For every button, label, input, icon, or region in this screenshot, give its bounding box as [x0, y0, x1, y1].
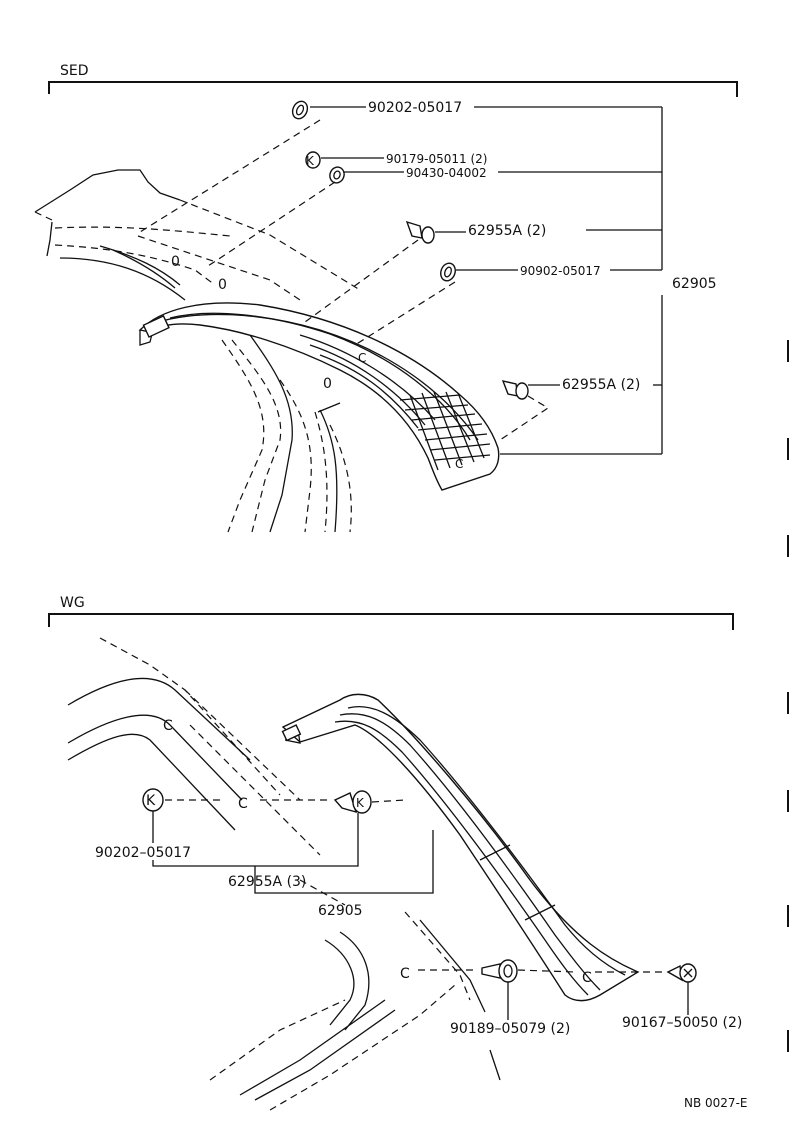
wg-label-62905: 62905 [318, 903, 363, 919]
wg-clip-90189 [481, 959, 518, 983]
wg-bracket [48, 613, 734, 630]
wg-label-90202-05017: 90202–05017 [95, 845, 191, 861]
wg-assembly-lines [165, 799, 665, 973]
wg-garnish-62905: C [281, 693, 640, 1002]
sed-label-90202-05017: 90202-05017 [368, 100, 462, 116]
wg-section-title: WG [60, 595, 85, 611]
sed-car-body: 0 0 0 [34, 169, 361, 533]
sed-section: SED 0 0 0 [34, 63, 738, 533]
sed-garnish-62905: C C [138, 302, 500, 491]
sed-clip-mark-2: 0 [218, 277, 227, 293]
sed-label-90430-04002: 90430-04002 [406, 166, 487, 180]
sed-clip-mark-1: 0 [171, 254, 180, 270]
wg-label-62955a: 62955A (3) [228, 874, 306, 890]
sed-clip-90179: K [305, 151, 321, 169]
sed-clip-90902 [440, 262, 456, 282]
sed-clip-mark-3: 0 [323, 376, 332, 392]
wg-clip-mark-2: C [238, 796, 248, 812]
wg-clip-mark-3: C [400, 966, 410, 982]
sed-clip-90430 [329, 166, 345, 184]
sed-clip-90202 [291, 100, 309, 120]
svg-text:K: K [146, 793, 156, 809]
sed-label-62955a-lower: 62955A (2) [562, 377, 640, 393]
wg-screw-90167 [666, 963, 697, 983]
sed-clip-62955a-lower [501, 380, 529, 400]
wg-fasteners: K K [142, 788, 697, 983]
footer-code: NB 0027-E [684, 1096, 747, 1110]
sed-clip-62955a-upper [405, 220, 435, 244]
sed-label-90179-05011: 90179-05011 (2) [386, 152, 488, 166]
wg-clip-62955a: K [333, 790, 372, 814]
wg-section: WG C C C [48, 595, 742, 1111]
wg-clip-mark-4: C [582, 970, 592, 986]
sed-clip-mark-4: C [358, 351, 366, 365]
sed-leaders [310, 106, 663, 455]
svg-text:K: K [306, 154, 315, 168]
sed-clip-mark-5: C [455, 457, 463, 471]
sed-label-62905: 62905 [672, 276, 717, 292]
wg-clip-mark-1: C [163, 718, 173, 734]
wg-leaders [152, 811, 689, 1020]
sed-section-title: SED [60, 63, 89, 79]
wg-car-body: C C C [67, 637, 501, 1111]
wg-label-90189-05079: 90189–05079 (2) [450, 1021, 570, 1037]
svg-text:K: K [356, 796, 365, 810]
sed-bracket [48, 81, 738, 97]
sed-label-90902-05017: 90902-05017 [520, 264, 601, 278]
sed-label-62955a-upper: 62955A (2) [468, 223, 546, 239]
wg-clip-90202: K [142, 788, 164, 812]
sed-assembly-lines [139, 119, 550, 441]
wg-label-90167-50050: 90167–50050 (2) [622, 1015, 742, 1031]
